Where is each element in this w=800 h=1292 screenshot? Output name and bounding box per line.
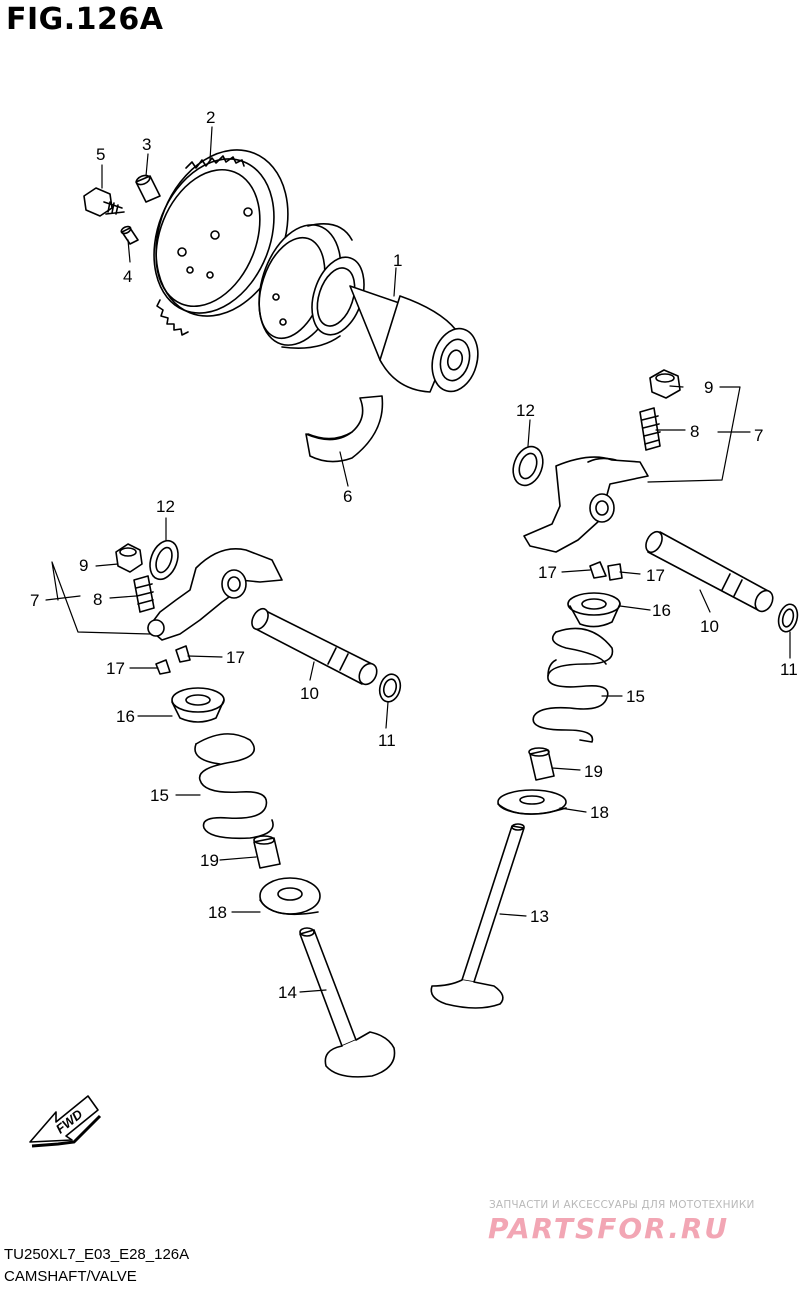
callout-17-left-b: 17 [226,648,245,667]
callout-9-left: 9 [79,556,88,575]
callout-7-right: 7 [754,426,763,445]
camshaft [258,223,479,393]
fwd-arrow-icon: FWD [29,1095,102,1148]
figure-title: FIG.126A [6,2,164,37]
callout-17-right-a: 17 [538,563,557,582]
valve-spring-left [194,733,274,840]
o-ring-11-right [777,603,799,633]
callout-10-left: 10 [300,684,319,703]
callout-17-left-a: 17 [106,659,125,678]
pin-4 [120,225,139,245]
callout-15-right: 15 [626,687,645,706]
callout-8-left: 8 [93,590,102,609]
rocker-shaft-left [251,607,378,686]
adjusting-screw-right [639,407,661,451]
callout-18-right: 18 [590,803,609,822]
pin-3 [135,174,161,203]
spring-retainer-left [171,687,225,723]
o-ring-12-right [512,445,544,487]
callout-7-left: 7 [30,591,39,610]
adjusting-screw-left [133,575,155,613]
callout-17-right-b: 17 [646,566,665,585]
callout-19-left: 19 [200,851,219,870]
callout-13: 13 [530,907,549,926]
callout-18-left: 18 [208,903,227,922]
section-name: CAMSHAFT/VALVE [4,1268,137,1285]
callout-16-right: 16 [652,601,671,620]
callout-5: 5 [96,145,105,164]
cotters-left [155,645,191,675]
callout-6: 6 [343,487,352,506]
watermark-tagline: ЗАПЧАСТИ И АКСЕССУАРЫ ДЛЯ МОТОТЕХНИКИ [489,1199,755,1211]
callout-8-right: 8 [690,422,699,441]
model-code: TU250XL7_E03_E28_126A [4,1246,190,1263]
callout-15-left: 15 [150,786,169,805]
rocker-arm-right [523,456,649,553]
callout-12-right: 12 [516,401,535,420]
valve-14 [299,927,396,1078]
callout-9-right: 9 [704,378,713,397]
lock-nut-right [649,369,681,399]
stopper-plate [305,395,384,463]
leader-lines [45,126,791,993]
valve-13 [430,823,525,1009]
rocker-shaft-right [645,530,774,613]
cotters-right [589,561,623,581]
valve-spring-right [532,627,614,743]
bolt-5 [83,187,125,217]
o-ring-12-left [149,539,179,581]
callout-16-left: 16 [116,707,135,726]
callout-3: 3 [142,135,151,154]
callout-1: 1 [393,251,402,270]
stem-seal-left [253,835,281,869]
rocker-arm-left [147,548,283,641]
callout-4: 4 [123,267,132,286]
callout-11-left: 11 [378,731,396,750]
callout-12-left: 12 [156,497,175,516]
spring-seat-right [497,789,567,815]
callout-14: 14 [278,983,297,1002]
spring-retainer-right [567,592,621,628]
callout-11-right: 11 [780,660,798,679]
callout-19-right: 19 [584,762,603,781]
stem-seal-right [528,747,555,781]
lock-nut-left [115,543,143,573]
o-ring-11-left [378,673,402,703]
spring-seat-left [259,877,321,916]
callout-10-right: 10 [700,617,719,636]
callout-labels: 1 2 3 4 5 6 7 7 8 8 9 9 10 10 11 11 12 1… [30,108,798,1002]
callout-2: 2 [206,108,215,127]
watermark-logo: PARTSFOR.RU [488,1212,730,1245]
